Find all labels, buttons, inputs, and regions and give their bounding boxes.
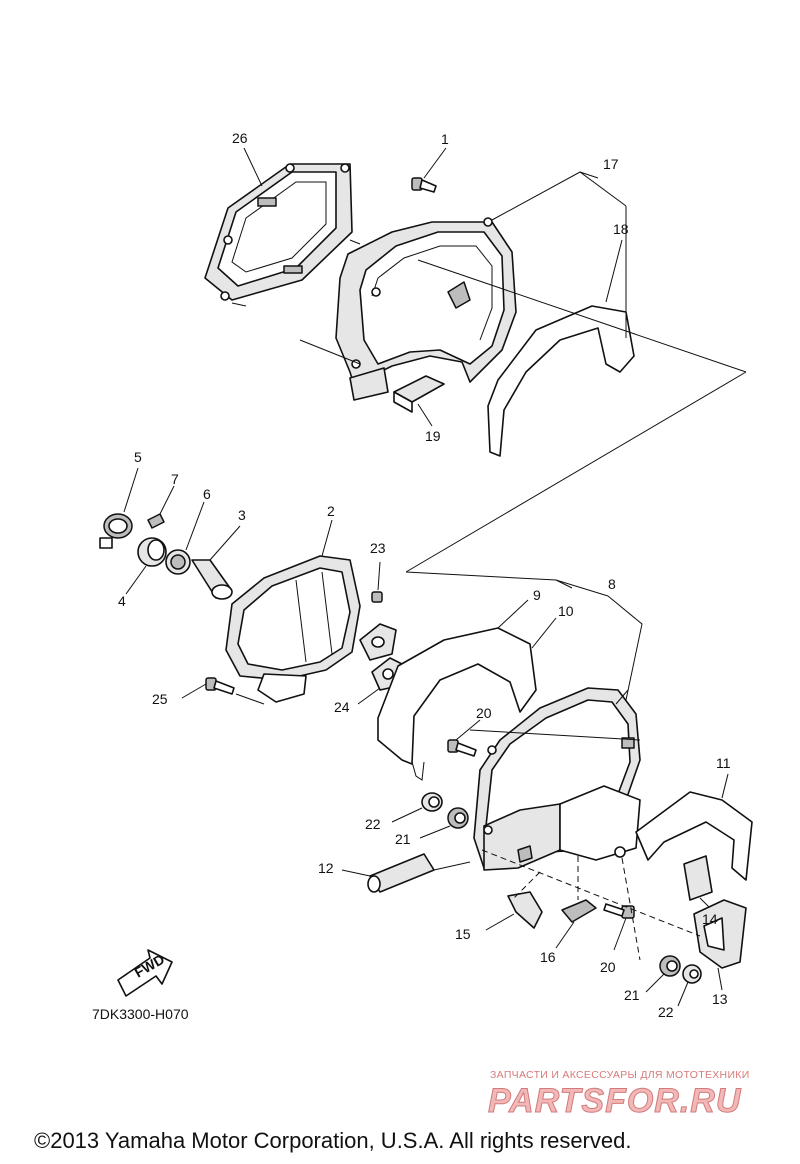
copyright-notice: ©2013 Yamaha Motor Corporation, U.S.A. A… <box>34 1128 632 1153</box>
part-16-clip <box>555 899 597 949</box>
callout-2: 2 <box>327 503 335 519</box>
callout-19: 19 <box>425 428 441 444</box>
part-1-screw <box>411 147 447 193</box>
part-26-filter-element <box>204 163 361 307</box>
part-10-gasket-strip <box>411 617 557 781</box>
part-11-bracket <box>635 773 753 881</box>
part-19-duct <box>393 375 445 427</box>
part-2-muffler <box>225 519 361 703</box>
part-14-clip <box>683 855 713 911</box>
watermark-brand: PARTSFOR.RU <box>487 1082 742 1121</box>
callout-22-upper: 22 <box>365 816 381 832</box>
callout-17: 17 <box>603 156 619 172</box>
callout-21-lower: 21 <box>624 987 640 1003</box>
callout-3: 3 <box>238 507 246 523</box>
part-7-screw <box>147 485 175 529</box>
callout-6: 6 <box>203 486 211 502</box>
part-9-outer-cover <box>377 599 537 765</box>
callout-20-upper: 20 <box>476 705 492 721</box>
callout-9: 9 <box>533 587 541 603</box>
callout-7: 7 <box>171 471 179 487</box>
callout-8: 8 <box>608 576 616 592</box>
part-13-clip <box>693 899 747 991</box>
callout-12: 12 <box>318 860 334 876</box>
part-25-bolt <box>181 677 265 705</box>
part-22-grommet-lower <box>677 964 702 1007</box>
callout-18: 18 <box>613 221 629 237</box>
fwd-arrow-icon: FWD <box>117 949 173 997</box>
callout-4: 4 <box>118 593 126 609</box>
callout-11: 11 <box>716 755 731 771</box>
part-23-nut <box>371 561 383 603</box>
part-15-bracket <box>485 891 543 931</box>
part-20-bolt-upper <box>447 719 481 757</box>
part-4-joint <box>125 537 167 595</box>
callout-24: 24 <box>334 699 350 715</box>
callout-22-lower: 22 <box>658 1004 674 1020</box>
callout-16: 16 <box>540 949 556 965</box>
part-21-grommet-upper <box>419 807 469 839</box>
callout-25: 25 <box>152 691 168 707</box>
part-12-hose <box>341 853 471 893</box>
callout-21-upper: 21 <box>395 831 411 847</box>
callout-23: 23 <box>370 540 386 556</box>
part-6-screen <box>165 501 205 575</box>
watermark-tagline: ЗАПЧАСТИ И АКСЕССУАРЫ ДЛЯ МОТОТЕХНИКИ <box>490 1069 750 1081</box>
part-17-air-filter-case <box>335 217 517 401</box>
part-3-funnel <box>191 525 241 600</box>
part-21-grommet-lower <box>645 955 681 993</box>
drawing-code: 7DK3300-H070 <box>92 1006 189 1022</box>
callout-10: 10 <box>558 603 574 619</box>
callout-1: 1 <box>441 131 449 147</box>
part-22-grommet-upper <box>391 792 443 823</box>
callout-14: 14 <box>702 911 718 927</box>
callout-26: 26 <box>232 130 248 146</box>
callout-5: 5 <box>134 449 142 465</box>
part-18-cover <box>487 239 635 457</box>
callout-13: 13 <box>712 991 728 1007</box>
part-5-clamp <box>99 467 139 549</box>
part-20-bolt-lower <box>603 903 635 951</box>
part-8-main-case <box>473 687 641 871</box>
callout-15: 15 <box>455 926 471 942</box>
callout-20-lower: 20 <box>600 959 616 975</box>
